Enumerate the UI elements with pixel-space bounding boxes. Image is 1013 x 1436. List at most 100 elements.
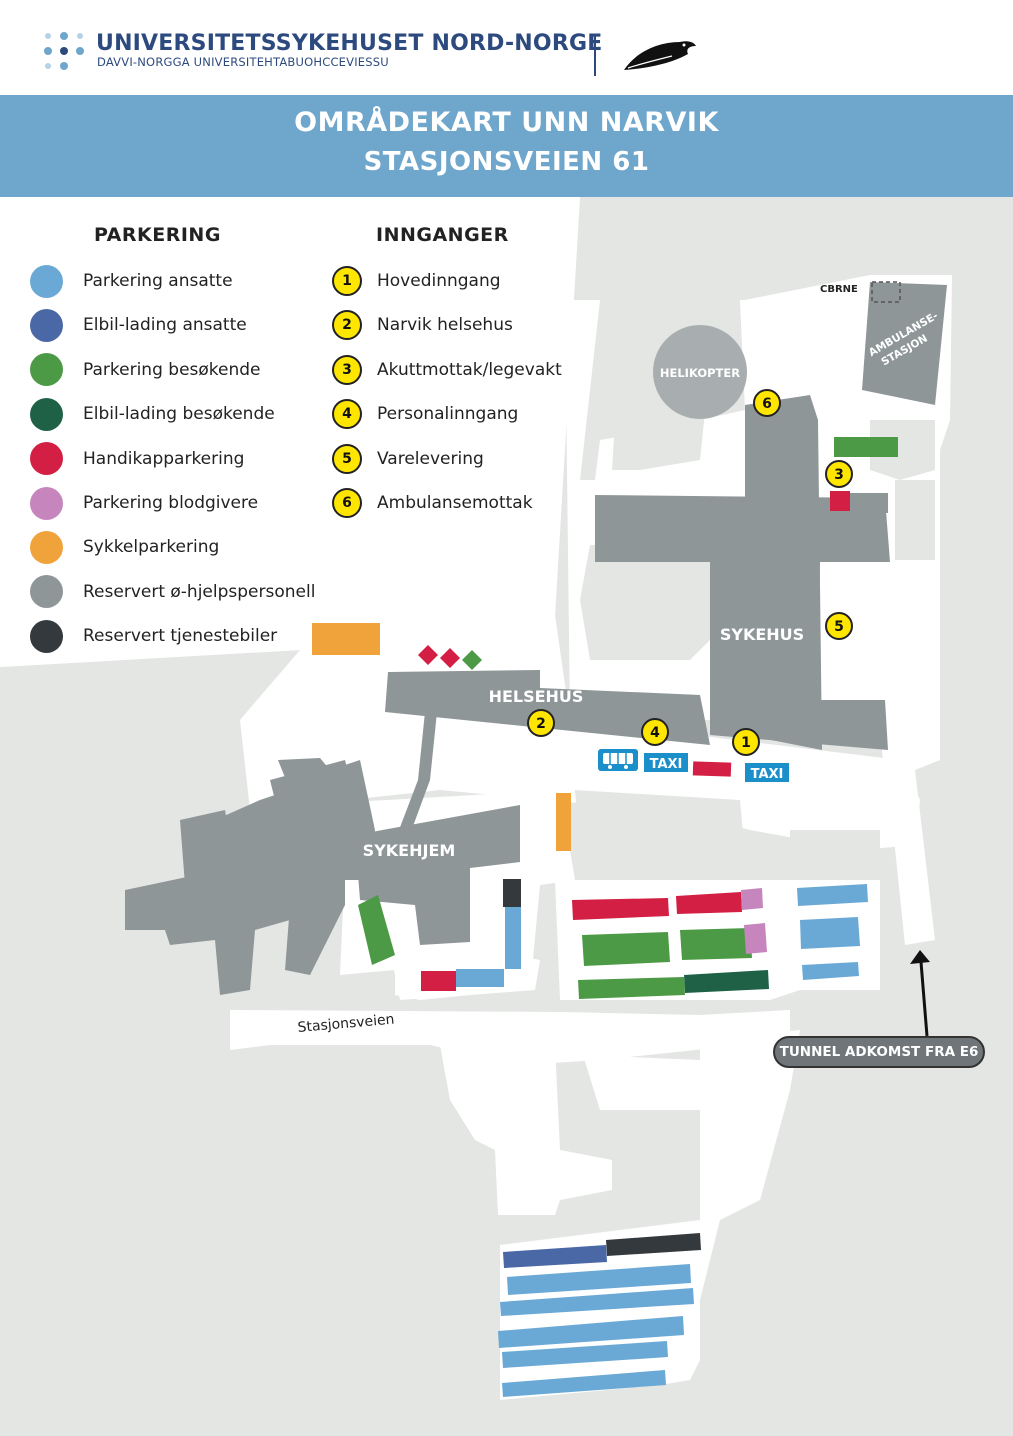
entrance-legend-item: 6 Ambulansemottak bbox=[332, 486, 533, 520]
parking-color-swatch bbox=[30, 353, 63, 387]
penguin-logo-icon bbox=[624, 41, 696, 70]
entrance-legend-label: Varelevering bbox=[377, 448, 484, 469]
visitor-ev-charging bbox=[684, 970, 769, 993]
entrance-number-badge: 6 bbox=[332, 488, 362, 518]
parking-legend-item: Sykkelparkering bbox=[30, 530, 219, 564]
svg-text:3: 3 bbox=[834, 467, 844, 483]
handicap-parking bbox=[676, 892, 742, 914]
blood-donor-parking bbox=[744, 923, 767, 954]
parking-legend-label: Elbil-lading ansatte bbox=[83, 315, 247, 336]
parking-legend-label: Sykkelparkering bbox=[83, 537, 220, 558]
entrance-number-badge: 2 bbox=[332, 310, 362, 341]
entrance-marker-2: 2 bbox=[527, 709, 555, 737]
connector-corridor bbox=[383, 712, 437, 875]
visitor-parking bbox=[834, 437, 898, 457]
parking-color-swatch bbox=[30, 575, 63, 609]
parking-legend-label: Reservert ø-hjelpspersonell bbox=[83, 581, 316, 602]
parking-legend-label: Reservert tjenestebiler bbox=[83, 626, 278, 647]
parking-color-swatch bbox=[30, 486, 63, 520]
svg-text:2: 2 bbox=[536, 716, 546, 732]
parking-legend-item: Parkering ansatte bbox=[30, 264, 233, 298]
parking-color-swatch bbox=[30, 530, 63, 564]
parking-legend-label: Parkering besøkende bbox=[83, 359, 261, 380]
ambulance-station-building bbox=[862, 282, 947, 405]
cbrne-label: CBRNE bbox=[820, 284, 858, 295]
parking-legend-label: Parkering ansatte bbox=[83, 271, 233, 291]
health-house-label: HELSEHUS bbox=[489, 687, 584, 706]
parking-color-swatch bbox=[30, 264, 63, 298]
entrance-number-badge: 3 bbox=[332, 354, 362, 385]
parking-legend-label: Elbil-lading besøkende bbox=[83, 404, 275, 425]
nursing-home-label: SYKEHJEM bbox=[363, 841, 456, 860]
visitor-parking bbox=[358, 895, 395, 965]
employee-parking bbox=[498, 1316, 684, 1348]
map-title: OMRÅDEKART UNN NARVIK bbox=[294, 107, 719, 138]
taxi-stand-2: TAXI bbox=[745, 763, 789, 782]
parking-legend-label: Parkering blodgivere bbox=[83, 493, 259, 513]
service-car-parking bbox=[503, 879, 521, 907]
organization-subtitle: DAVVI-NORGGA UNIVERSITEHTABUOHCCEVIESSU bbox=[97, 55, 389, 69]
employee-ev-charging bbox=[503, 1245, 607, 1268]
health-house-building bbox=[385, 670, 710, 745]
handicap-parking bbox=[830, 491, 850, 511]
parking-legend-item: Parkering blodgivere bbox=[30, 486, 258, 520]
parking-legend-label: Handikapparkering bbox=[83, 448, 245, 469]
taxi-label: TAXI bbox=[751, 767, 784, 782]
bus-stop-sign bbox=[598, 749, 638, 771]
service-car-parking bbox=[606, 1233, 701, 1256]
organization-name: UNIVERSITETSSYKEHUSET NORD-NORGE bbox=[96, 31, 603, 56]
unn-logo-dots bbox=[44, 32, 84, 70]
parking-legend-item: Elbil-lading besøkende bbox=[30, 397, 275, 431]
handicap-parking bbox=[418, 645, 438, 665]
cbrne-area bbox=[871, 281, 901, 303]
svg-text:6: 6 bbox=[762, 396, 772, 412]
parking-spaces bbox=[312, 437, 898, 1397]
blood-donor-parking bbox=[741, 888, 763, 910]
hospital-label: SYKEHUS bbox=[720, 625, 804, 644]
employee-parking bbox=[505, 907, 521, 969]
visitor-parking bbox=[462, 650, 482, 670]
entrance-marker-6: 6 bbox=[753, 389, 781, 417]
parking-color-swatch bbox=[30, 442, 63, 476]
title-banner: OMRÅDEKART UNN NARVIK STASJONSVEIEN 61 bbox=[0, 95, 1013, 197]
bicycle-parking bbox=[556, 793, 571, 851]
svg-text:4: 4 bbox=[650, 725, 660, 741]
header-divider bbox=[594, 34, 596, 76]
visitor-parking bbox=[578, 977, 685, 999]
parking-legend-item: Reservert ø-hjelpspersonell bbox=[30, 575, 315, 609]
entrance-legend-label: Ambulansemottak bbox=[377, 493, 533, 513]
employee-parking bbox=[502, 1370, 666, 1397]
svg-text:5: 5 bbox=[834, 619, 844, 635]
helipad-label: HELIKOPTER bbox=[660, 366, 740, 380]
parking-legend-item: Parkering besøkende bbox=[30, 353, 261, 387]
parking-color-swatch bbox=[30, 619, 63, 653]
employee-parking bbox=[507, 1264, 691, 1295]
handicap-parking bbox=[572, 898, 669, 920]
entrance-number-badge: 4 bbox=[332, 399, 362, 430]
entrance-marker-1: 1 bbox=[732, 728, 760, 756]
parking-legend-item: Elbil-lading ansatte bbox=[30, 308, 247, 342]
entrance-legend-label: Akuttmottak/legevakt bbox=[377, 359, 562, 380]
entrance-legend-label: Narvik helsehus bbox=[377, 315, 513, 336]
tunnel-access-label: TUNNEL ADKOMST FRA E6 bbox=[773, 1036, 985, 1068]
entrance-number-badge: 1 bbox=[332, 266, 362, 296]
visitor-parking bbox=[680, 928, 752, 960]
entrances-legend-title: INNGANGER bbox=[376, 224, 509, 246]
entrance-legend-item: 1 Hovedinngang bbox=[332, 264, 501, 298]
employee-parking bbox=[802, 962, 859, 980]
handicap-parking bbox=[421, 971, 456, 991]
nursing-home-building bbox=[125, 758, 520, 995]
hospital-building bbox=[595, 395, 890, 750]
map-address: STASJONSVEIEN 61 bbox=[363, 147, 650, 177]
parking-legend-title: PARKERING bbox=[94, 224, 221, 246]
entrance-legend-label: Hovedinngang bbox=[377, 271, 501, 291]
employee-parking bbox=[456, 969, 504, 987]
taxi-stand-1: TAXI bbox=[644, 753, 688, 772]
helipad bbox=[653, 325, 747, 419]
employee-parking bbox=[502, 1341, 668, 1368]
parking-legend-item: Reservert tjenestebiler bbox=[30, 619, 277, 653]
employee-parking bbox=[797, 884, 868, 906]
